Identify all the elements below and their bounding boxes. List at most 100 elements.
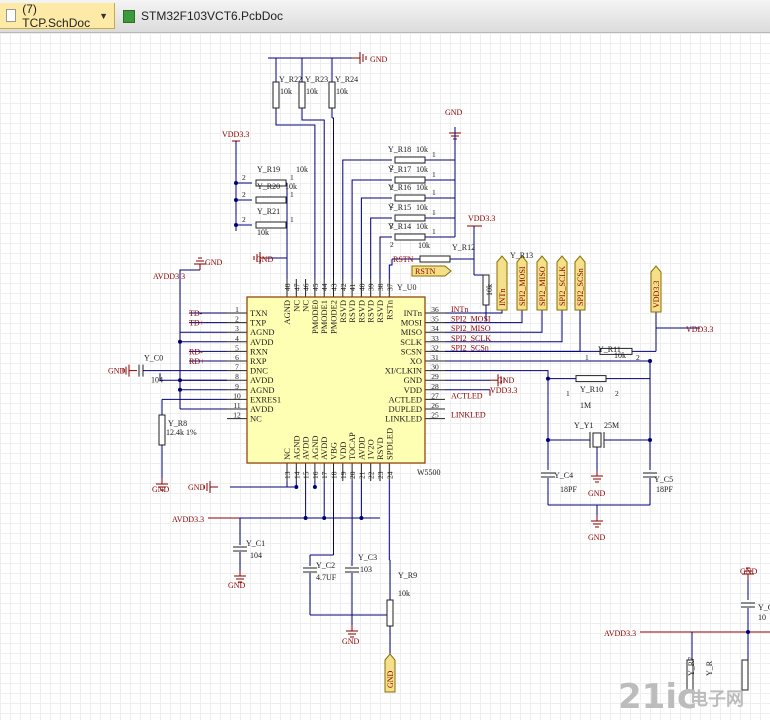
res-value: 10k: [416, 203, 428, 212]
res-value: 10k: [614, 351, 626, 360]
res-value: 10k: [336, 87, 348, 96]
watermark-logo: 21ic: [618, 677, 697, 717]
cap-name: Y_C2: [316, 561, 335, 570]
port-spi2-scsn-label: SPI2_SCSn: [576, 268, 585, 306]
avdd-label: AVDD3.3: [604, 629, 636, 638]
wire: [445, 310, 503, 314]
pin-name: RXP: [250, 356, 267, 366]
pin-number: 1: [432, 170, 436, 179]
cap-value: 103: [360, 565, 372, 574]
pin-name: AGND: [310, 435, 320, 460]
resistor-y_r15: [394, 214, 426, 222]
pin-name: AGND: [291, 435, 301, 460]
res-name: Y_R21: [257, 207, 280, 216]
pin-name: AVDD: [356, 437, 366, 460]
tab-stm32-pcbdoc[interactable]: STM32F103VCT6.PcbDoc: [117, 3, 297, 29]
pin-name: AVDD: [319, 437, 329, 460]
pin-number: 1: [566, 389, 570, 398]
pin-number: 2: [242, 215, 246, 224]
avdd-label: AVDD3.3: [172, 515, 204, 524]
pin-number: 10: [233, 391, 241, 400]
pin-name: VDD: [404, 385, 422, 395]
vdd-label: VDD3.3: [222, 130, 249, 139]
vdd-label: VDD3.3: [468, 214, 495, 223]
pin-name: PMODE0: [310, 300, 320, 334]
res-name: Y_R13: [510, 251, 533, 260]
res-value: 10k: [285, 182, 297, 191]
gnd-label: GND: [588, 533, 606, 542]
res-name: Y_R15: [388, 203, 411, 212]
pin-name: GND: [404, 375, 422, 385]
resistor-y_r18: [394, 156, 426, 164]
junction-dot: [234, 223, 238, 227]
gnd-label: GND: [342, 637, 360, 646]
pin-number: 5: [235, 343, 239, 352]
pin-name: SPDLED: [384, 428, 394, 460]
pin-name: DUPLED: [388, 404, 422, 414]
pin-number: 3: [235, 324, 239, 333]
cap-name: Y_C3: [358, 553, 377, 562]
cap-name: Y_C5: [654, 475, 673, 484]
net-label: ACTLED: [451, 391, 483, 400]
res-name: Y_R24: [335, 75, 358, 84]
cap-value: 10: [758, 613, 766, 622]
net-label: LINKLED: [451, 411, 486, 420]
res-name: Y_R16: [388, 183, 411, 192]
gnd-label: GND: [445, 108, 463, 117]
pin-number: 6: [235, 353, 239, 362]
cap-name: Y_C4: [554, 471, 573, 480]
pin-number: 48: [283, 283, 292, 291]
pin-name: ACTLED: [388, 394, 422, 404]
junction-dot: [648, 438, 652, 442]
rstn-net-label: RSTN: [393, 255, 414, 264]
net-label: SPI2_SCSn: [451, 343, 489, 352]
w5500-chip-body: [246, 296, 426, 464]
tab-tcp-schdoc[interactable]: (7) TCP.SchDoc ▼: [0, 2, 115, 30]
res-value: 10k: [418, 241, 430, 250]
pin-number: 11: [233, 401, 240, 410]
pin-number: 35: [431, 315, 439, 324]
pin-name: AGND: [250, 385, 275, 395]
pin-number: 45: [311, 283, 320, 291]
resistor-y_r23: [298, 81, 306, 109]
res-name: Y_R17: [388, 165, 411, 174]
net-label: SPI2_SCLK: [451, 334, 491, 343]
junction-dot: [178, 387, 182, 392]
junction-dot: [234, 198, 238, 202]
pin-number: 36: [431, 305, 439, 314]
res-value: 10k: [398, 589, 410, 598]
res-value: 10k: [296, 165, 308, 174]
resistor-r9: [386, 599, 394, 627]
res-value: 10k: [257, 228, 269, 237]
port-gnd-label: GND: [386, 670, 395, 688]
pin-name: NC: [301, 300, 311, 312]
wire: [179, 269, 200, 333]
cap-value: 104: [250, 551, 262, 560]
pin-name: AGND: [250, 327, 275, 337]
res-value: 10k: [416, 165, 428, 174]
pin-name: RSVD: [356, 300, 366, 323]
crystal-body: [592, 432, 602, 448]
pin-number: 38: [376, 283, 385, 291]
port-spi2-scsn: [574, 255, 586, 311]
gnd-label: GND: [740, 567, 758, 576]
pin-name: SCLK: [400, 337, 423, 347]
pin-number: 24: [385, 471, 394, 479]
pin-number: 47: [292, 283, 301, 291]
pin-number: 8: [235, 372, 239, 381]
rstn-port-label: RSTN: [415, 267, 436, 276]
res-value: 1M: [580, 401, 591, 410]
pin-number: 21: [357, 471, 366, 479]
pin-number: 9: [235, 382, 239, 391]
pin-number: 23: [376, 471, 385, 479]
pin-name: RSVD: [366, 300, 376, 323]
pin-number: 34: [431, 324, 439, 333]
pin-number: 1: [432, 188, 436, 197]
pin-name: 1V2O: [366, 439, 376, 460]
wires: [122, 52, 770, 690]
chevron-down-icon[interactable]: ▼: [99, 10, 108, 21]
gnd-label: GND: [188, 483, 206, 492]
pin-number: 22: [367, 471, 376, 479]
